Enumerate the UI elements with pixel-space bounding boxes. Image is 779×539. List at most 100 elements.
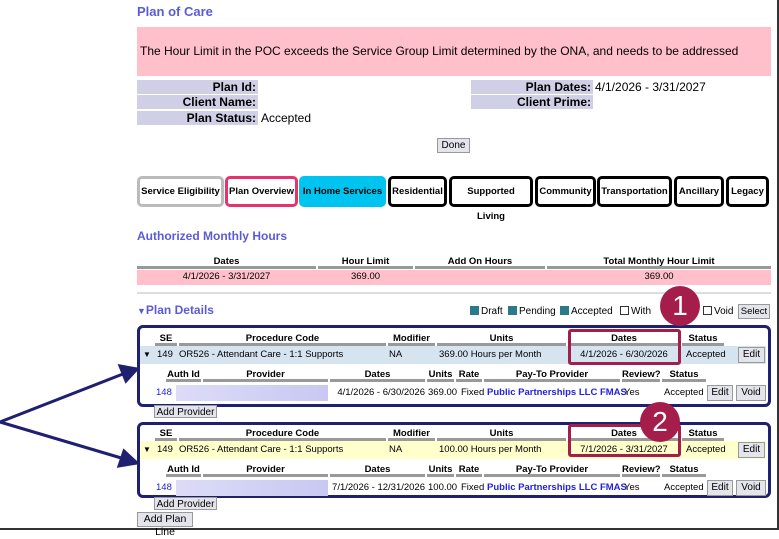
hours-limit: 369.00 (350, 271, 381, 282)
void-auth-button[interactable]: Void (736, 480, 766, 496)
plan-status-value: Accepted (261, 111, 312, 125)
plan-dates-label: Plan Dates: (471, 80, 593, 94)
edit-auth-button[interactable]: Edit (707, 385, 733, 401)
divider (137, 292, 771, 294)
tab-community[interactable]: Community (535, 176, 596, 207)
done-button[interactable]: Done (437, 138, 470, 153)
col-provider: Provider (203, 464, 328, 477)
tab-plan-overview[interactable]: Plan Overview (225, 176, 298, 207)
checkbox-checked-icon (470, 306, 479, 315)
auth-rate: Fixed (461, 387, 485, 398)
col-procedure-code: Procedure Code (179, 428, 386, 441)
expand-icon[interactable]: ▼ (143, 350, 151, 359)
edit-auth-button[interactable]: Edit (707, 480, 733, 496)
void-auth-button[interactable]: Void (736, 385, 766, 401)
filter-draft[interactable]: Draft (470, 306, 503, 317)
col-auth-dates: Dates (330, 369, 425, 382)
filter-label: Draft (481, 306, 503, 317)
auth-status: Accepted (664, 387, 704, 398)
col-modifier: Modifier (388, 428, 435, 441)
line-procedure-code: OR526 - Attendant Care - 1:1 Supports (179, 349, 344, 360)
col-auth-dates: Dates (330, 464, 425, 477)
line-modifier: NA (389, 444, 403, 455)
col-provider: Provider (203, 369, 328, 382)
select-button[interactable]: Select (738, 304, 770, 319)
edit-line-button[interactable]: Edit (738, 442, 765, 458)
filter-accepted[interactable]: Accepted (560, 306, 613, 317)
add-plan-line-button[interactable]: Add Plan Line (137, 512, 193, 538)
auth-status: Accepted (664, 482, 704, 493)
auth-id-link[interactable]: 148 (156, 482, 172, 493)
provider-redacted (176, 480, 328, 496)
col-units: Units (437, 428, 566, 441)
arrow-head-1 (117, 364, 140, 384)
tab-supported-living[interactable]: Supported Living (449, 176, 533, 222)
col-dates: Dates (568, 428, 680, 441)
line-units: 369.00 Hours per Month (439, 349, 542, 360)
provider-redacted (176, 385, 328, 401)
plan-line-1 (137, 325, 771, 407)
col-auth-status: Status (662, 369, 706, 382)
plan-details-title[interactable]: ▼Plan Details (137, 303, 214, 317)
line-procedure-code: OR526 - Attendant Care - 1:1 Supports (179, 444, 344, 455)
callout-1: 1 (660, 286, 700, 326)
checkbox-icon (703, 306, 712, 315)
pay-to-provider-link[interactable]: Public Partnerships LLC FMAS (487, 387, 627, 398)
auth-dates: 4/1/2026 - 6/30/2026 (337, 387, 425, 398)
edit-line-button[interactable]: Edit (738, 347, 765, 363)
hours-total: 369.00 (644, 271, 674, 282)
plan-status-label: Plan Status: (137, 111, 258, 125)
filter-label: Pending (519, 306, 556, 317)
add-provider-button[interactable]: Add Provider (154, 497, 217, 510)
add-provider-button[interactable]: Add Provider (154, 405, 217, 418)
filter-pending[interactable]: Pending (508, 306, 556, 317)
filter-label: Void (714, 306, 734, 317)
tab-ancillary[interactable]: Ancillary (674, 176, 724, 207)
line-dates: 4/1/2026 - 6/30/2026 (580, 349, 668, 360)
col-pay-to: Pay-To Provider (484, 369, 620, 382)
tab-residential[interactable]: Residential (388, 176, 447, 207)
col-status: Status (682, 333, 724, 346)
col-modifier: Modifier (388, 333, 435, 346)
col-auth-units: Units (427, 464, 454, 477)
plan-line-row (140, 346, 766, 364)
filter-with[interactable]: With (620, 306, 651, 317)
col-dates: Dates (137, 256, 316, 269)
col-auth-status: Status (662, 464, 706, 477)
checkbox-checked-icon (560, 306, 569, 315)
filter-void[interactable]: Void (703, 306, 733, 317)
authorized-hours-title: Authorized Monthly Hours (137, 229, 287, 243)
col-rate: Rate (456, 369, 482, 382)
pointer-arrows (0, 364, 140, 468)
auth-id-link[interactable]: 148 (156, 387, 172, 398)
line-status: Accepted (686, 349, 726, 360)
hours-dates: 4/1/2026 - 3/31/2027 (182, 271, 271, 282)
tab-transportation[interactable]: Transportation (597, 176, 672, 207)
hours-row (137, 270, 771, 285)
plan-details-label: Plan Details (145, 303, 214, 317)
pay-to-provider-link[interactable]: Public Partnerships LLC FMAS (487, 482, 627, 493)
tab-service-eligibility[interactable]: Service Eligibility (137, 176, 224, 207)
highlight-dates-1 (568, 329, 681, 365)
plan-id-label: Plan Id: (137, 80, 258, 94)
auth-review: Yes (624, 387, 640, 398)
col-auth-id: Auth Id (166, 369, 201, 382)
col-auth-units: Units (427, 369, 454, 382)
plan-line-2 (137, 422, 771, 498)
arrow-line-1 (0, 370, 129, 424)
col-total-limit: Total Monthly Hour Limit (547, 256, 771, 269)
alert-banner: The Hour Limit in the POC exceeds the Se… (137, 27, 771, 76)
callout-2: 2 (640, 402, 680, 442)
line-dates: 7/1/2026 - 3/31/2027 (580, 444, 668, 455)
col-rate: Rate (456, 464, 482, 477)
client-prime-label: Client Prime: (471, 95, 593, 109)
col-auth-id: Auth Id (166, 464, 201, 477)
col-review: Review? (622, 464, 661, 477)
filter-label: With (631, 306, 651, 317)
expand-icon[interactable]: ▼ (143, 445, 151, 454)
col-hour-limit: Hour Limit (318, 256, 413, 269)
col-se: SE (155, 428, 177, 441)
tab-legacy[interactable]: Legacy (726, 176, 769, 207)
tab-in-home-services[interactable]: In Home Services (299, 176, 386, 207)
